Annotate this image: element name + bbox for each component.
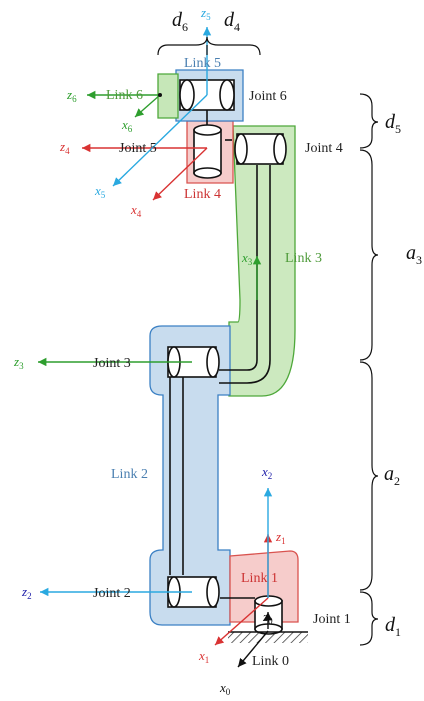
joint5-cylinder — [193, 124, 222, 179]
link5-label: Link 5 — [184, 56, 221, 71]
axis-label-x0: x0 — [219, 680, 231, 697]
joint5-label: Joint 5 — [119, 141, 157, 156]
link4-label: Link 4 — [184, 187, 221, 202]
axis-label-z5: z5 — [200, 5, 211, 22]
axis-label-z3: z3 — [13, 354, 24, 371]
link6-shape — [157, 73, 179, 119]
x5-axis — [112, 94, 208, 187]
x0-axis — [237, 630, 269, 668]
dim-d5: d5 — [385, 111, 401, 136]
x4-axis — [152, 147, 208, 201]
axis-label-x6: x6 — [121, 117, 133, 134]
axis-label-z0: z0 — [262, 609, 273, 626]
axis-label-z6: z6 — [66, 87, 77, 104]
joint2-label: Joint 2 — [93, 586, 131, 601]
ground-base — [228, 631, 308, 643]
link3-label: Link 3 — [285, 251, 322, 266]
dimension-braces — [157, 36, 379, 646]
axis-label-x5: x5 — [94, 183, 106, 200]
link1-label: Link 1 — [241, 571, 278, 586]
kinematic-skeleton — [169, 107, 271, 600]
axis-label-x3: x3 — [241, 250, 253, 267]
dim-d6: d6 — [172, 9, 188, 34]
axis-label-x2: x2 — [261, 464, 272, 481]
joint4-cylinder — [234, 133, 287, 165]
joint6-label: Joint 6 — [249, 89, 287, 104]
link3-shape — [228, 125, 296, 397]
axis-label-z1: z1 — [275, 529, 286, 546]
joint6-point — [158, 93, 162, 97]
dim-d4: d4 — [224, 9, 240, 34]
axis-label-x4: x4 — [130, 202, 142, 219]
x6-axis — [134, 94, 161, 118]
x1-axis — [214, 597, 269, 646]
axis-label-z2: z2 — [21, 584, 32, 601]
joint3-label: Joint 3 — [93, 356, 131, 371]
link6-label: Link 6 — [106, 88, 143, 103]
dim-d1: d1 — [385, 614, 401, 639]
dim-a2: a2 — [384, 463, 400, 488]
axis-label-z4: z4 — [59, 139, 70, 156]
link0-label: Link 0 — [252, 654, 289, 669]
axis-label-x1: x1 — [198, 648, 209, 665]
dim-a3: a3 — [406, 242, 422, 267]
joint1-label: Joint 1 — [313, 612, 351, 627]
link2-label: Link 2 — [111, 467, 148, 482]
joint4-label: Joint 4 — [305, 141, 343, 156]
